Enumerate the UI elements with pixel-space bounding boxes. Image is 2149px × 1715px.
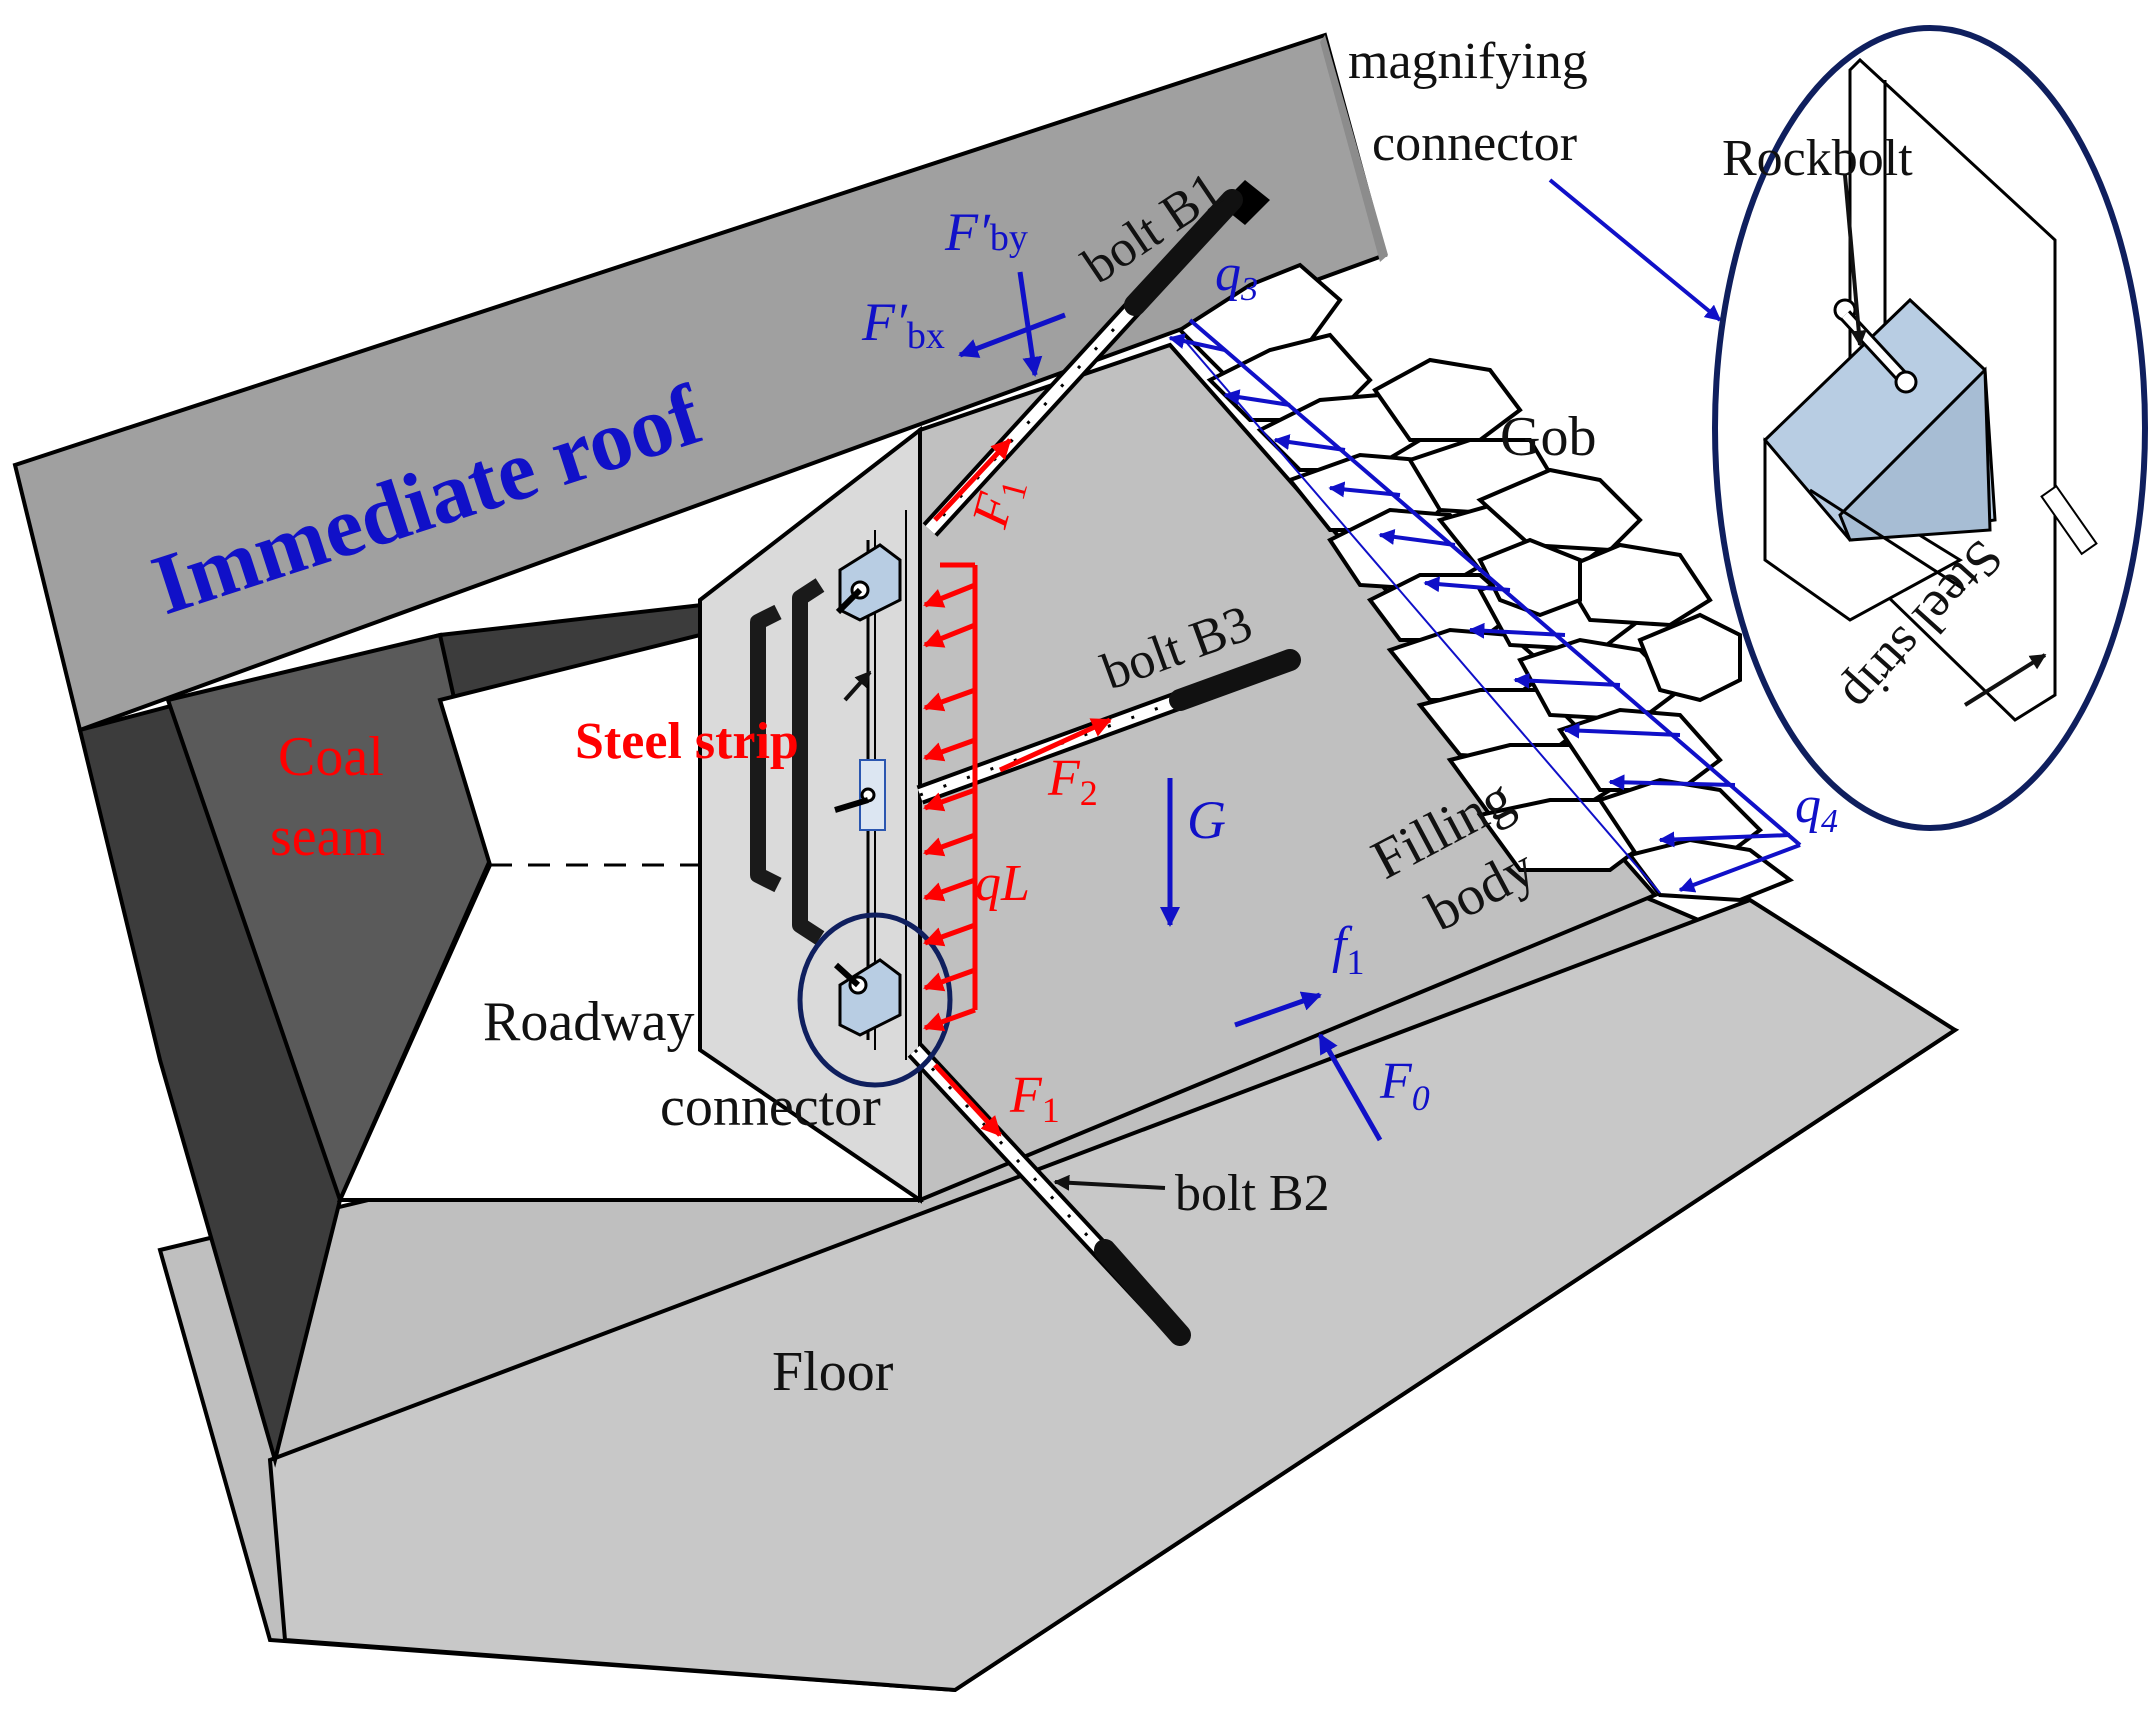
f2-arrow [998,717,1112,773]
floor-slab [157,892,1960,1693]
coal-seam-label-line2: seam [270,806,385,868]
f2-label: F2 [1047,750,1098,813]
ql-distributed-load [923,562,978,1032]
gob-blocks [1176,262,1795,903]
bolt-b2 [907,1043,1191,1346]
gob-load-distribution [1168,318,1802,894]
f-small-arrow [1234,991,1322,1028]
connector-label: connector [660,1076,881,1138]
connector-middle [834,759,886,831]
ql-label: qL [975,855,1030,912]
f0-arrow [1317,1033,1383,1142]
coal-seam-label-line1: Coal [278,726,384,788]
f-bx-label: F′bx [861,292,945,357]
magnifying-label-line2: connector [1372,115,1577,172]
f1-bottom-arrow [933,1063,1002,1137]
connector-highlight-circle [797,912,953,1088]
roadway-label: Roadway [483,991,695,1053]
bolt-b2-label: bolt B2 [1175,1165,1330,1222]
f-bx-arrow [958,312,1066,358]
connector-bottom [833,958,902,1037]
magnifying-pointer [1548,178,1722,322]
rockbolt-label: Rockbolt [1722,130,1913,187]
steel-strip-label: Steel strip [575,713,799,770]
bolt-b2-pointer [1053,1174,1166,1191]
q4-label: q4 [1795,777,1838,840]
steel-strip-pointer [843,670,872,702]
magnifying-label-line1: magnifying [1348,33,1588,90]
gob-label: Gob [1500,406,1596,468]
f-by-label: F′by [944,202,1028,262]
magnified-inset [1712,25,2148,831]
f1-bottom-label: F1 [1009,1067,1060,1130]
immediate-roof-slab [12,32,1388,733]
floor-label: Floor [772,1341,894,1403]
g-label: G [1187,790,1226,850]
f-by-arrow [1017,271,1043,377]
f0-label: F0 [1379,1053,1430,1118]
f1-top-arrow [933,438,1012,522]
q3-label: q3 [1215,245,1258,308]
connector-top [835,543,902,622]
